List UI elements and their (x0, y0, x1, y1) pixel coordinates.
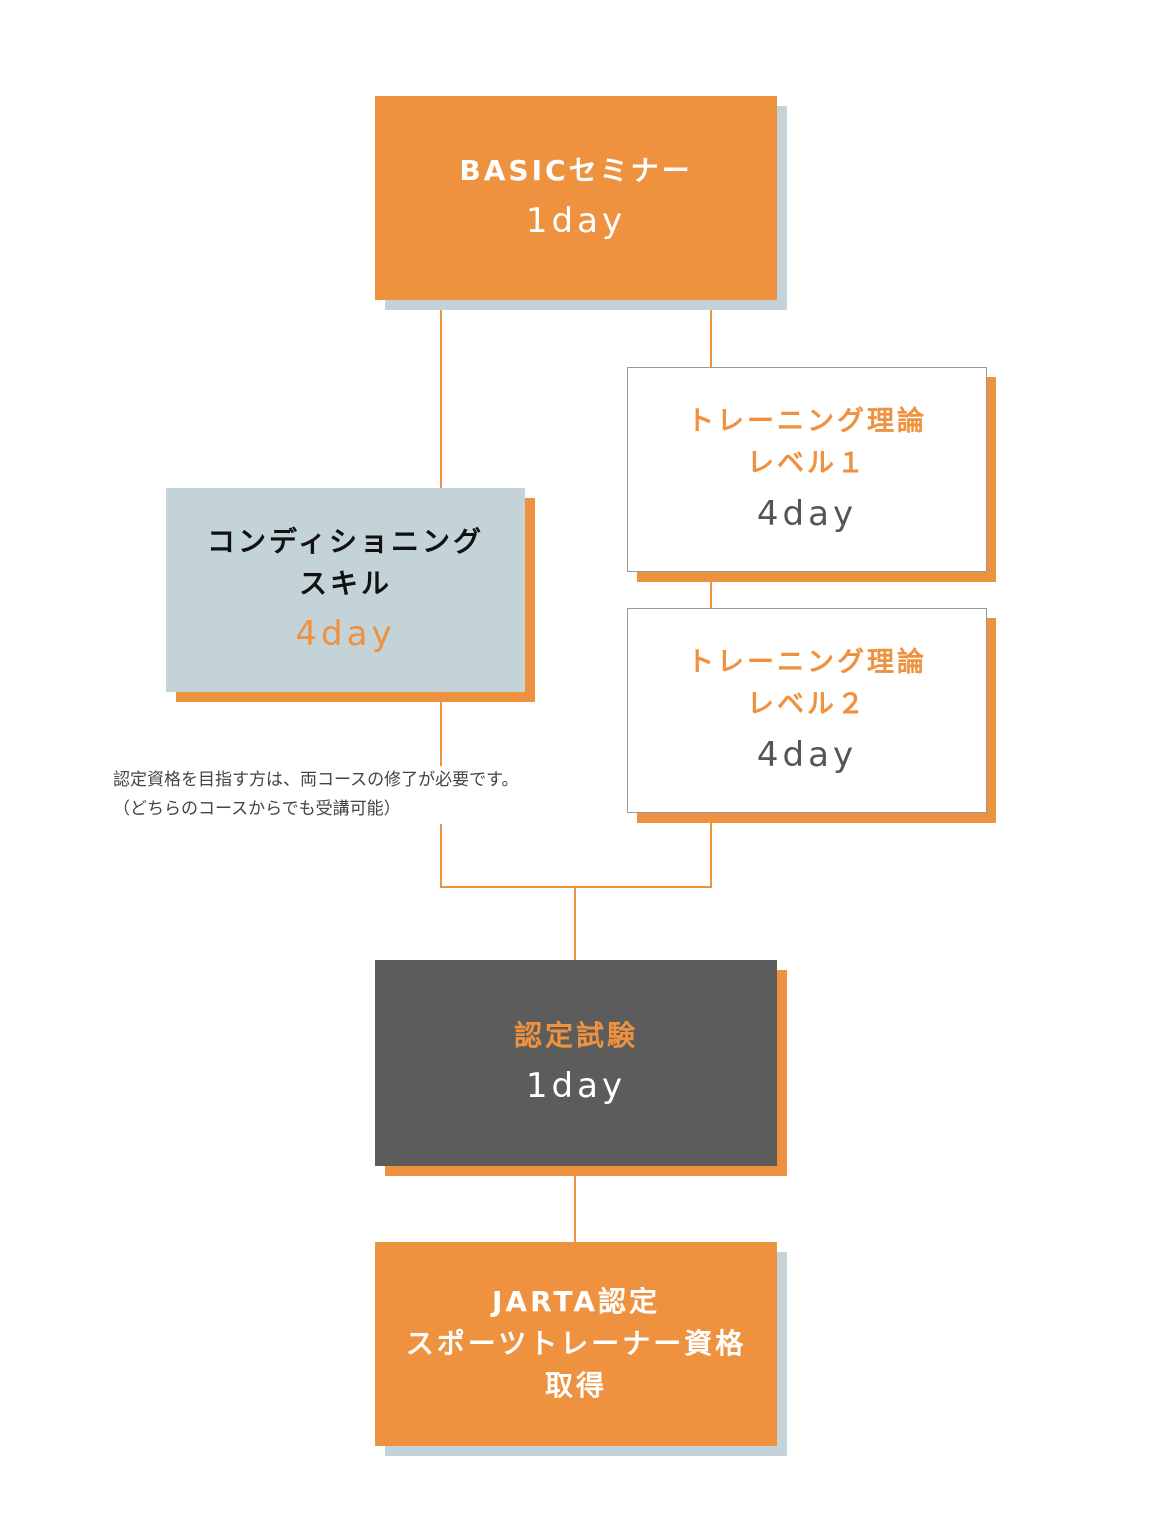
connector-line (710, 572, 712, 610)
basic-title: BASICセミナー (459, 154, 693, 187)
certification-line-1: JARTA認定 (492, 1285, 660, 1318)
connector-line (710, 300, 712, 368)
basic-seminar-box: BASICセミナー 1day (375, 96, 777, 300)
training1-title-2: レベル１ (747, 447, 867, 479)
exam-title: 認定試験 (513, 1019, 638, 1052)
exam-duration: 1day (525, 1066, 627, 1106)
training2-duration: 4day (756, 734, 858, 775)
training1-title-1: トレーニング理論 (687, 405, 927, 437)
certification-box: JARTA認定 スポーツトレーナー資格 取得 (375, 1242, 777, 1446)
requirement-note: 認定資格を目指す方は、両コースの修了が必要です。 （どちらのコースからでも受講可… (113, 766, 525, 824)
exam-box: 認定試験 1day (375, 960, 777, 1166)
conditioning-title-1: コンディショニング (206, 525, 485, 558)
conditioning-box: コンディショニング スキル 4day (166, 488, 525, 692)
basic-duration: 1day (525, 201, 627, 241)
connector-line (440, 886, 712, 888)
training1-duration: 4day (756, 493, 858, 534)
connector-line (574, 886, 576, 962)
training2-title-1: トレーニング理論 (687, 646, 927, 678)
conditioning-title-2: スキル (298, 567, 392, 600)
conditioning-duration: 4day (295, 614, 396, 654)
connector-line (710, 813, 712, 888)
training2-title-2: レベル２ (747, 688, 867, 720)
certification-line-2: スポーツトレーナー資格 (405, 1327, 747, 1360)
training-level1-box: トレーニング理論 レベル１ 4day (627, 367, 987, 572)
note-line-2: （どちらのコースからでも受講可能） (113, 799, 401, 819)
connector-line (574, 1166, 576, 1244)
training-level2-box: トレーニング理論 レベル２ 4day (627, 608, 987, 813)
note-line-1: 認定資格を目指す方は、両コースの修了が必要です。 (113, 770, 519, 790)
certification-line-3: 取得 (544, 1369, 607, 1402)
connector-line (440, 300, 442, 490)
